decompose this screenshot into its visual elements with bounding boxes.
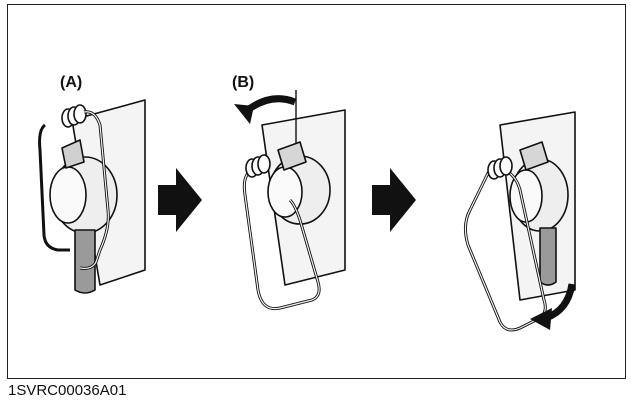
panel-a-spring-coil bbox=[61, 104, 87, 128]
figure-code: 1SVRC00036A01 bbox=[8, 382, 127, 399]
panel-c-spring-coil bbox=[487, 156, 513, 180]
panel-label-a: (A) bbox=[60, 74, 83, 91]
panel-b-spring-coil bbox=[245, 154, 271, 178]
panel-a-pin-shaft bbox=[74, 229, 96, 294]
rotate-arrow-icon-c bbox=[530, 283, 576, 330]
panel-a-pin bbox=[38, 99, 146, 294]
panel-a-clip-wire bbox=[38, 123, 70, 252]
step-arrow-icon-2 bbox=[372, 168, 416, 232]
panel-c-pin bbox=[463, 111, 576, 332]
panel-label-b: (B) bbox=[232, 74, 255, 91]
panel-c-pin-shaft bbox=[539, 227, 557, 286]
step-arrow-icon-1 bbox=[158, 168, 202, 232]
panel-b-pin bbox=[242, 90, 346, 311]
rotate-arrow-icon-b bbox=[234, 95, 297, 124]
